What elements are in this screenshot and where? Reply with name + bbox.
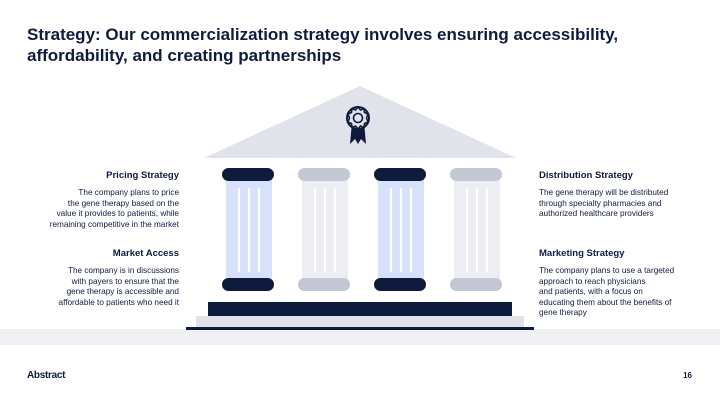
market-access-text: The company is in discussions with payer… xyxy=(58,266,179,307)
floor-band xyxy=(0,329,720,345)
temple-ground-line xyxy=(186,327,534,330)
distribution-strategy-block: Distribution Strategy The gene therapy w… xyxy=(539,170,709,220)
page-number: 16 xyxy=(683,371,692,380)
award-badge-icon xyxy=(346,106,370,144)
slide-title: Strategy: Our commercialization strategy… xyxy=(27,25,619,65)
temple-column-3 xyxy=(374,168,426,291)
pricing-strategy-heading: Pricing Strategy xyxy=(106,170,179,181)
temple-step xyxy=(196,316,524,327)
pricing-strategy-text: The company plans to price the gene ther… xyxy=(49,188,179,229)
distribution-strategy-text: The gene therapy will be distributed thr… xyxy=(539,188,669,218)
temple-column-1 xyxy=(222,168,274,291)
distribution-strategy-heading: Distribution Strategy xyxy=(539,170,633,181)
pricing-strategy-block: Pricing Strategy The company plans to pr… xyxy=(19,170,179,230)
temple-column-4 xyxy=(450,168,502,291)
temple-column-2 xyxy=(298,168,350,291)
temple-base xyxy=(208,302,512,316)
market-access-heading: Market Access xyxy=(112,248,179,259)
market-access-block: Market Access The company is in discussi… xyxy=(19,248,179,308)
marketing-strategy-heading: Marketing Strategy xyxy=(539,248,625,259)
marketing-strategy-block: Marketing Strategy The company plans to … xyxy=(539,248,709,319)
footer-logo: Abstract xyxy=(27,370,66,381)
marketing-strategy-text: The company plans to use a targeted appr… xyxy=(539,266,675,317)
